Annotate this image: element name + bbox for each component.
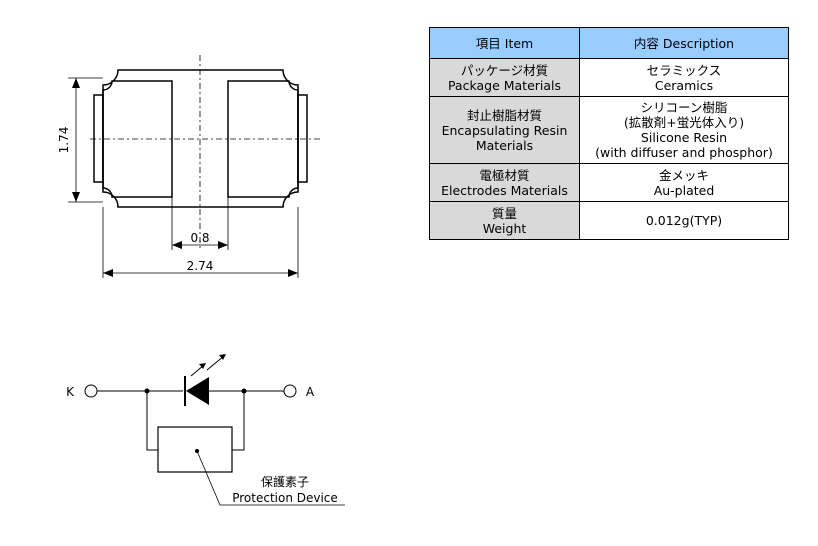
row-description: 金メッキ Au-plated bbox=[579, 163, 789, 202]
left-electrode bbox=[102, 80, 173, 198]
emission-arrows-icon bbox=[190, 354, 226, 377]
anode-terminal bbox=[283, 384, 297, 398]
header-description: 内容 Description bbox=[579, 27, 789, 59]
protection-device-label-jp: 保護素子 bbox=[261, 474, 309, 489]
row-item: 電極材質 Electrodes Materials bbox=[429, 163, 580, 202]
spec-table: 項目 Item 内容 Description パッケージ材質 Package M… bbox=[429, 27, 789, 240]
row-item: 封止樹脂材質 Encapsulating Resin Materials bbox=[429, 96, 580, 164]
right-pad bbox=[297, 94, 308, 183]
gap-dimension-label: 0.8 bbox=[190, 231, 209, 245]
width-dimension-label: 2.74 bbox=[187, 259, 214, 273]
left-pad bbox=[93, 94, 104, 183]
row-description: 0.012g(TYP) bbox=[579, 201, 789, 240]
anode-label: A bbox=[306, 385, 315, 399]
table-row: 電極材質 Electrodes Materials 金メッキ Au-plated bbox=[429, 163, 789, 202]
height-dimension-label: 1.74 bbox=[57, 127, 71, 154]
protection-device-leader bbox=[196, 450, 345, 506]
header-item: 項目 Item bbox=[429, 27, 580, 59]
cathode-terminal bbox=[84, 384, 98, 398]
row-item: パッケージ材質 Package Materials bbox=[429, 58, 580, 97]
row-description: シリコーン樹脂 (拡散剤+蛍光体入り) Silicone Resin (with… bbox=[579, 96, 789, 164]
protection-device bbox=[157, 426, 233, 473]
package-body-outline bbox=[102, 69, 299, 208]
table-row: 封止樹脂材質 Encapsulating Resin Materials シリコ… bbox=[429, 96, 789, 164]
protection-device-label-en: Protection Device bbox=[232, 491, 338, 505]
row-item: 質量 Weight bbox=[429, 201, 580, 240]
right-electrode bbox=[227, 80, 299, 198]
table-row: 質量 Weight 0.012g(TYP) bbox=[429, 201, 789, 240]
cathode-label: K bbox=[66, 385, 75, 399]
table-header-row: 項目 Item 内容 Description bbox=[429, 27, 789, 59]
table-row: パッケージ材質 Package Materials セラミックス Ceramic… bbox=[429, 58, 789, 97]
row-description: セラミックス Ceramics bbox=[579, 58, 789, 97]
diode-triangle bbox=[186, 377, 209, 405]
